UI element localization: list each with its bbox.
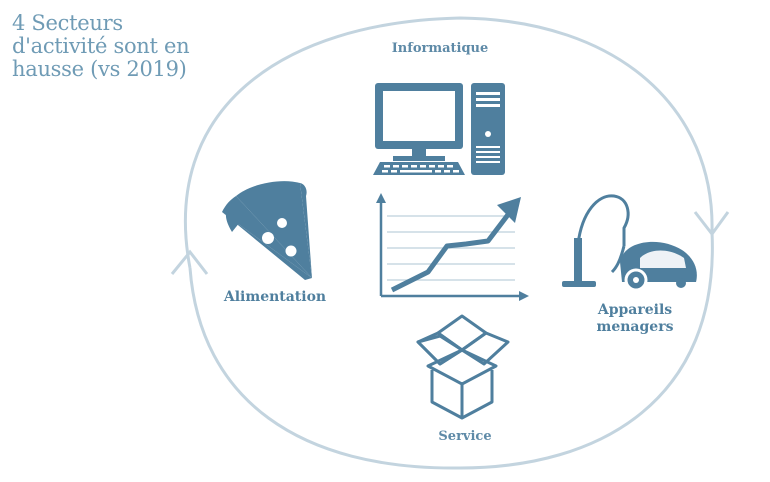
pizza-slice-icon [222,181,312,280]
cycle-ring [184,16,714,470]
cycle-arrow-left-icon [170,249,209,275]
vacuum-cleaner-icon [562,194,697,292]
sector-label-appareils-menagers: Appareils menagers [596,302,674,335]
box-icon [416,314,510,420]
sector-label-service: Service [438,429,492,444]
computer-icon [373,83,505,175]
diagram-title: 4 Secteurs d'activité sont en hausse (vs… [12,11,190,81]
cycle-arrow-right-icon [693,211,730,237]
growth-chart-icon [376,193,529,301]
sector-label-informatique: Informatique [391,41,489,56]
sector-label-alimentation: Alimentation [223,289,327,305]
